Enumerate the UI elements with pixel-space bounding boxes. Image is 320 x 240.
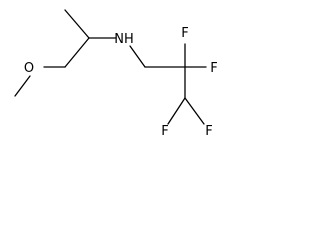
atom-nitrogen: NH (114, 32, 134, 47)
atom-fluorine-bottom-left: F (161, 124, 168, 139)
atom-fluorine-top: F (181, 26, 188, 41)
skeletal-structure: O NH F F F F (14, 9, 218, 139)
bond-o-methyl (14, 75, 31, 97)
bond-chf2-f-left (167, 97, 186, 125)
bond-n-ch2 (129, 45, 146, 68)
bond-ch-ch2 (64, 37, 90, 68)
bond-chf2-f-right (184, 97, 205, 125)
atom-fluorine-bottom-right: F (205, 124, 212, 139)
bond-methyl-ch (64, 9, 90, 39)
molecule-canvas: O NH F F F F (0, 0, 230, 140)
atom-oxygen: O (24, 61, 34, 76)
atom-fluorine-right: F (210, 61, 217, 76)
